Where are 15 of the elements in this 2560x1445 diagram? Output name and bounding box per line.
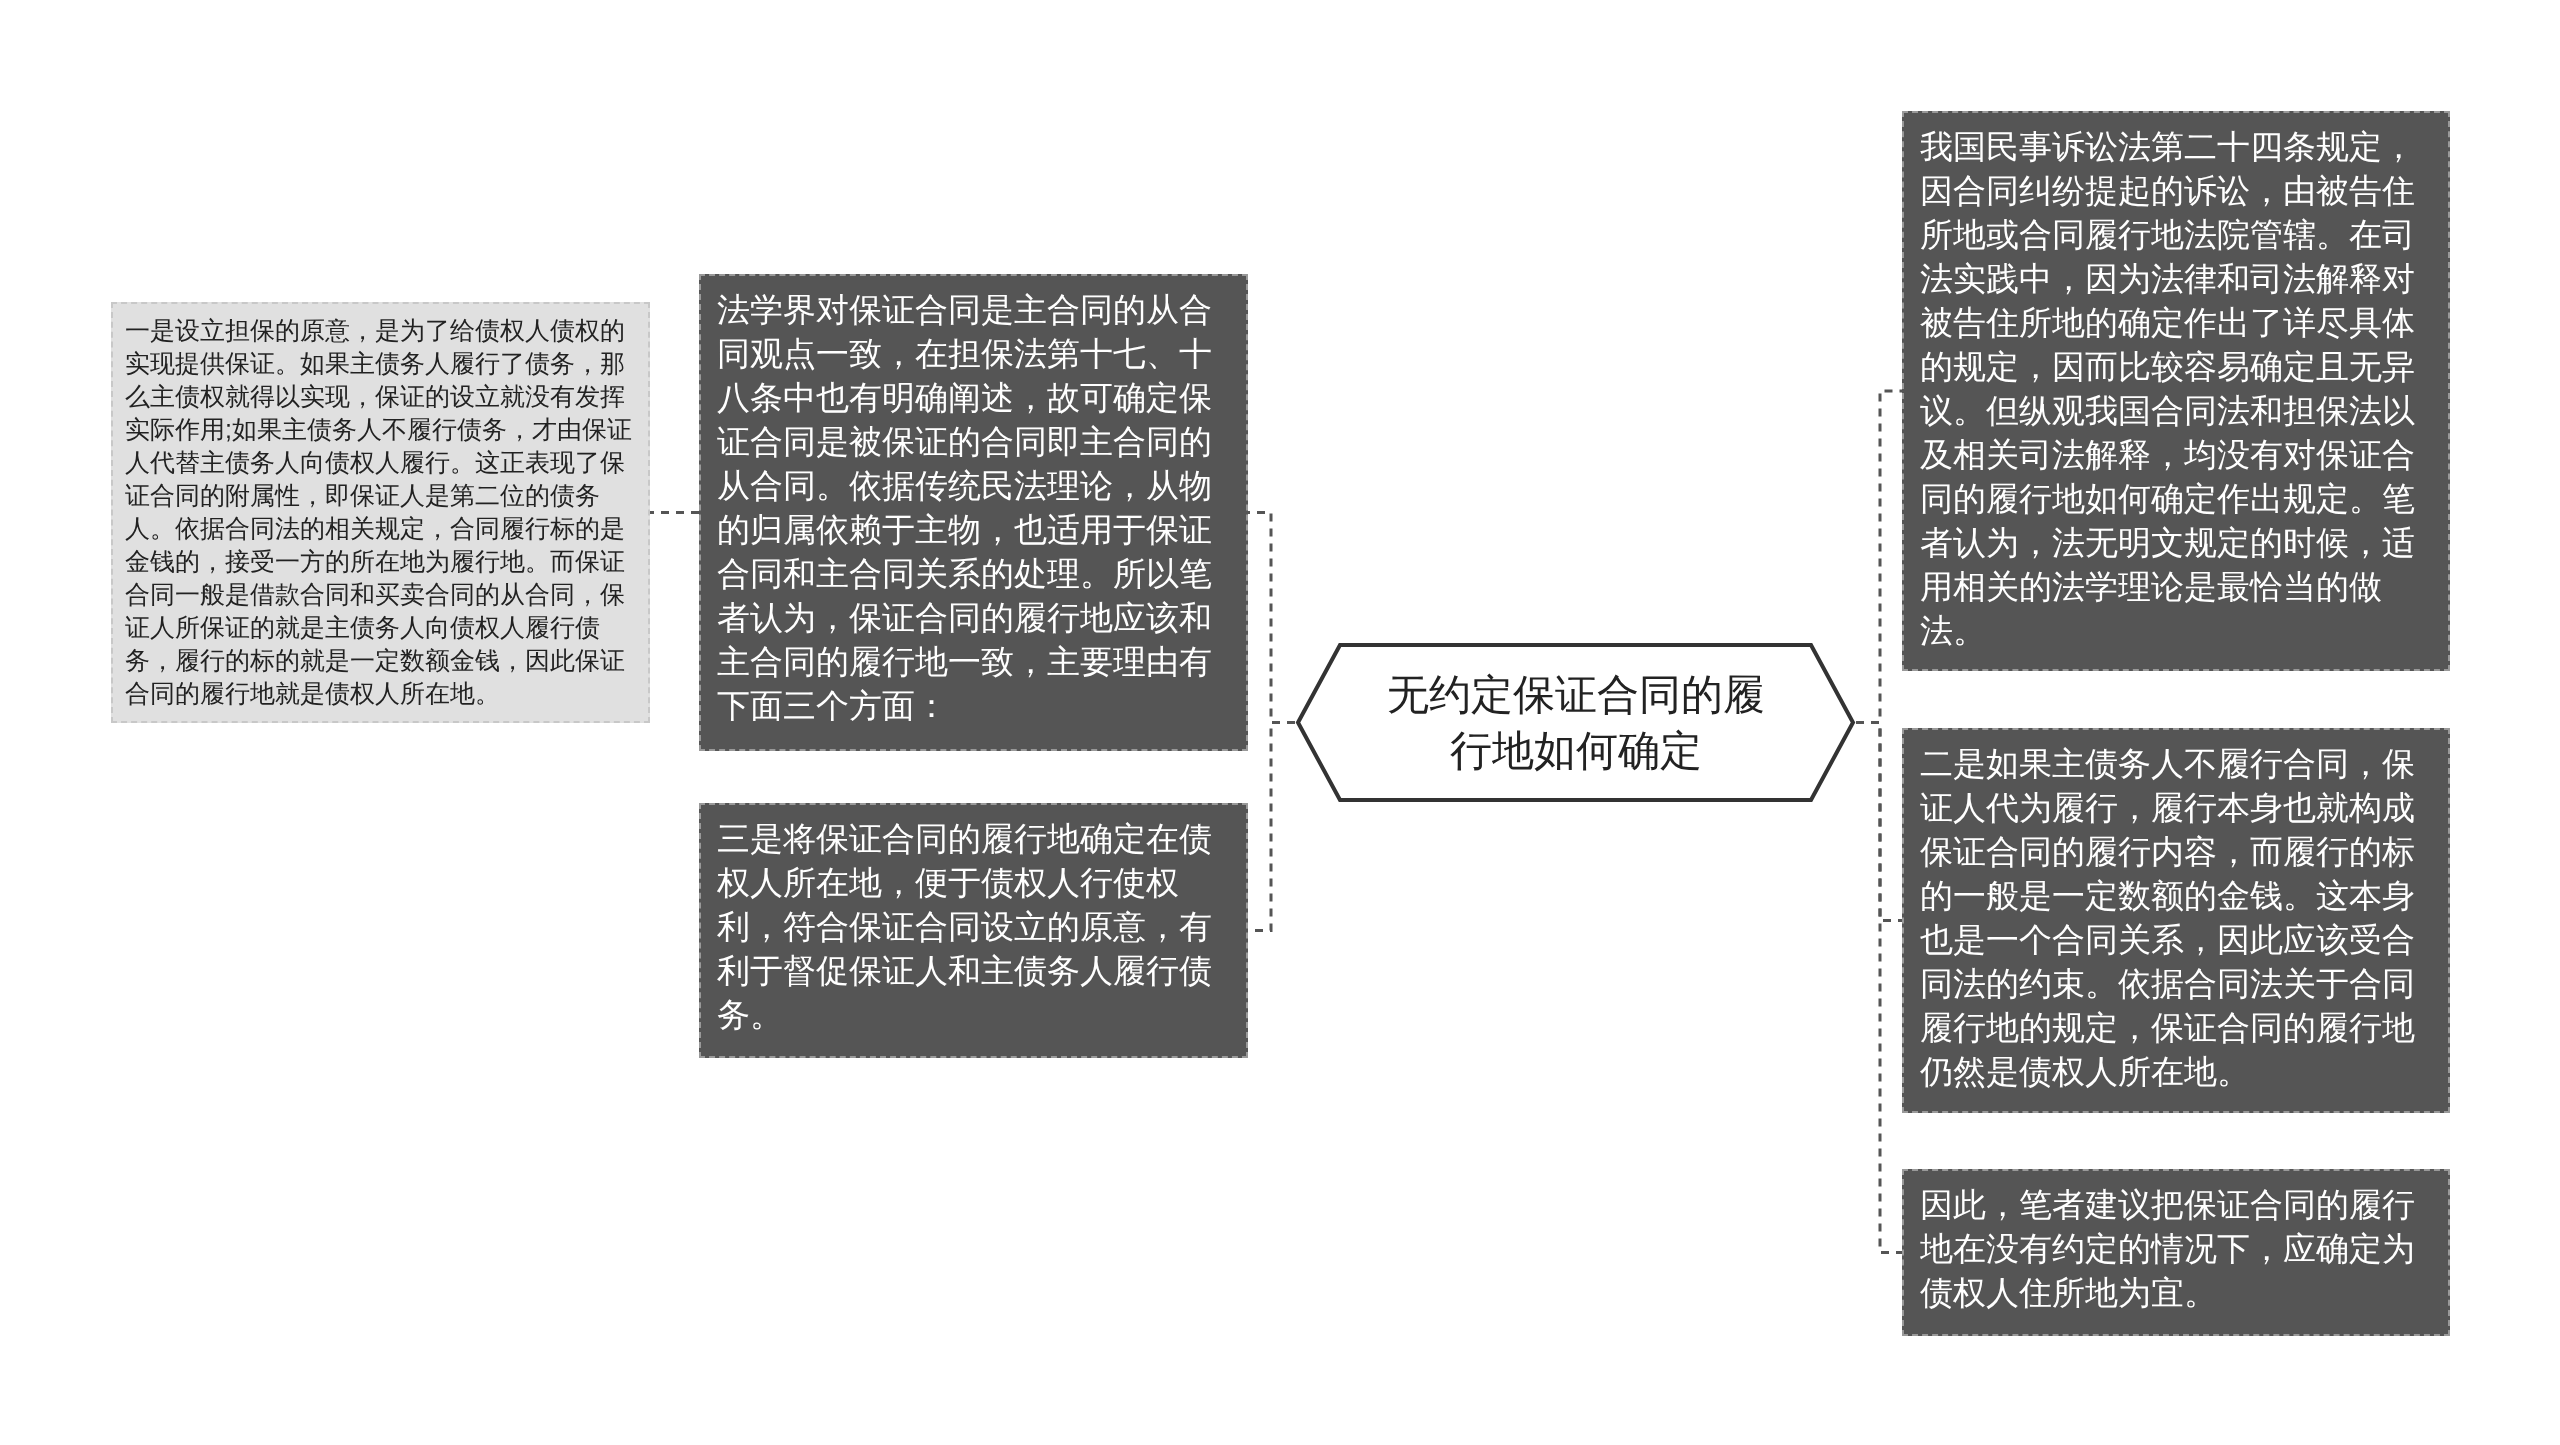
note-text: 二是如果主债务人不履行合同，保证人代为履行，履行本身也就构成保证合同的履行内容，而履行的标的一般是一定数额的金钱。这本身也是一个合同关系，因此应该受合同法的约束。依据合同法关于合同履行地的规定，保证合同的履行地仍然是债权人所在地。 [1920, 744, 2416, 1092]
note-text: 因此，笔者建议把保证合同的履行地在没有约定的情况下，应确定为债权人住所地为宜。 [1920, 1185, 2416, 1313]
note-text: 一是设立担保的原意，是为了给债权人债权的实现提供保证。如果主债务人履行了债务，那么主债权就得以实现，保证的设立就没有发挥实际作用;如果主债务人不履行债务，才由保证人代替主债务人向债权人履行。这正表现了保证合同的附属性，即保证人是第二位的债务人。依据合同法的相关规定，合同履行标的是金钱的，接受一方的所在地为履行地。而保证合同一般是借款合同和买卖合同的从合同，保证人所保证的就是主债务人向债权人履行债务，履行的标的就是一定数额金钱，因此保证合同的履行地就是债权人所在地。 [125, 315, 633, 709]
note-card [699, 803, 1248, 1058]
topic-hexagon [1295, 642, 1856, 803]
note-card [699, 274, 1248, 751]
connector-line [1856, 721, 1902, 1254]
note-card [1902, 1169, 2450, 1336]
note-text: 法学界对保证合同是主合同的从合同观点一致，在担保法第十七、十八条中也有明确阐述，故可确定保证合同是被保证的合同即主合同的从合同。依据传统民法理论，从物的归属依赖于主物，也适用于保证合同和主合同关系的处理。所以笔者认为，保证合同的履行地应该和主合同的履行地一致，主要理由有下面三个方面： [717, 290, 1213, 726]
note-card [1902, 111, 2450, 671]
note-text: 我国民事诉讼法第二十四条规定，因合同纠纷提起的诉讼，由被告住所地或合同履行地法院管辖。在司法实践中，因为法律和司法解释对被告住所地的确定作出了详尽具体的规定，因而比较容易确定且无异议。但纵观我国合同法和担保法以及相关司法解释，均没有对保证合同的履行地如何确定作出规定。笔者认为，法无明文规定的时候，适用相关的法学理论是最恰当的做法。 [1920, 127, 2416, 651]
note-text: 三是将保证合同的履行地确定在债权人所在地，便于债权人行使权利，符合保证合同设立的原意，有利于督促保证人和主债务人履行债务。 [717, 819, 1213, 1035]
connector-line [650, 511, 699, 514]
note-card [1902, 728, 2450, 1113]
note-text: 无约定保证合同的履行地如何确定 [1385, 669, 1766, 776]
